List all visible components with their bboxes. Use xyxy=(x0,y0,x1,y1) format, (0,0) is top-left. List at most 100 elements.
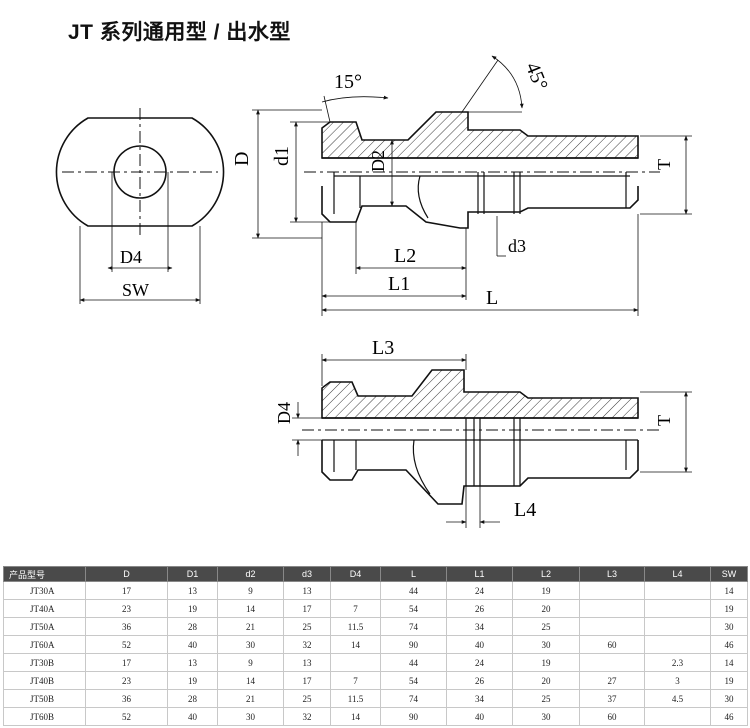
table-cell: 74 xyxy=(380,689,447,708)
table-cell: 40 xyxy=(446,707,513,726)
page-title: JT 系列通用型 / 出水型 xyxy=(68,21,291,44)
upper-section-hatch xyxy=(321,111,639,159)
table-cell: JT50B xyxy=(3,689,86,708)
table-cell: 30 xyxy=(217,707,284,726)
table-cell: 14 xyxy=(217,599,284,618)
label-D4: D4 xyxy=(120,247,142,267)
table-cell: JT30B xyxy=(3,653,86,672)
table-cell: 60 xyxy=(579,635,645,654)
table-cell: 25 xyxy=(512,617,580,636)
table-cell: 7 xyxy=(330,671,381,690)
table-cell: 19 xyxy=(710,671,748,690)
table-cell: 9 xyxy=(217,653,284,672)
table-cell: 9 xyxy=(217,581,284,600)
table-cell: 19 xyxy=(710,599,748,618)
table-cell: 19 xyxy=(512,581,580,600)
table-cell: 4.5 xyxy=(644,689,711,708)
table-cell: 26 xyxy=(446,599,513,618)
technical-drawing: D4 SW xyxy=(55,55,692,528)
column-header: 产品型号 xyxy=(3,566,86,582)
table-cell: 14 xyxy=(710,581,748,600)
table-cell xyxy=(579,599,645,618)
table-cell xyxy=(579,617,645,636)
table-cell: 26 xyxy=(446,671,513,690)
column-header: D xyxy=(85,566,168,582)
table-cell: 14 xyxy=(330,635,381,654)
table-cell: 13 xyxy=(167,581,218,600)
table-cell: 19 xyxy=(512,653,580,672)
table-cell xyxy=(644,581,711,600)
table-cell xyxy=(579,581,645,600)
lower-view-lower-outline xyxy=(321,440,639,505)
table-cell: 36 xyxy=(85,689,168,708)
table-cell: 28 xyxy=(167,617,218,636)
table-cell: 34 xyxy=(446,617,513,636)
label-T: T xyxy=(654,159,674,170)
table-cell: 14 xyxy=(217,671,284,690)
label-L4: L4 xyxy=(514,499,536,521)
table-cell: 13 xyxy=(283,581,331,600)
table-cell: 20 xyxy=(512,599,580,618)
table-cell xyxy=(330,581,381,600)
table-cell: 11.5 xyxy=(330,689,381,708)
column-header: d3 xyxy=(283,566,331,582)
label-angle-15: 15° xyxy=(334,71,362,93)
table-cell: 17 xyxy=(85,581,168,600)
end-view-outline xyxy=(55,117,225,227)
table-cell: 90 xyxy=(380,707,447,726)
table-cell: 60 xyxy=(579,707,645,726)
table-cell: 54 xyxy=(380,599,447,618)
table-cell: 19 xyxy=(167,599,218,618)
table-cell xyxy=(644,635,711,654)
table-cell: 34 xyxy=(446,689,513,708)
column-header: L2 xyxy=(512,566,580,582)
label-SW: SW xyxy=(122,280,149,300)
table-cell: 23 xyxy=(85,599,168,618)
table-cell: 25 xyxy=(283,689,331,708)
table-cell: 44 xyxy=(380,653,447,672)
lower-section-outline xyxy=(321,186,639,229)
table-cell: 36 xyxy=(85,617,168,636)
label-angle-45: 45° xyxy=(521,59,552,93)
table-cell: 7 xyxy=(330,599,381,618)
label-D4-bottom: D4 xyxy=(274,402,294,424)
label-d1: d1 xyxy=(271,146,293,166)
table-cell: 40 xyxy=(167,635,218,654)
side-view-top xyxy=(304,111,660,229)
column-header: L xyxy=(380,566,447,582)
label-L2: L2 xyxy=(394,245,416,267)
table-cell: 46 xyxy=(710,635,748,654)
table-cell: 27 xyxy=(579,671,645,690)
label-D2: D2 xyxy=(368,150,388,172)
column-header: L1 xyxy=(446,566,513,582)
table-cell: 25 xyxy=(283,617,331,636)
table-cell: 23 xyxy=(85,671,168,690)
column-header: D1 xyxy=(167,566,218,582)
table-cell: 30 xyxy=(512,635,580,654)
table-cell xyxy=(330,653,381,672)
table-cell: 14 xyxy=(330,707,381,726)
table-cell xyxy=(644,707,711,726)
column-header: L4 xyxy=(644,566,711,582)
table-cell: 21 xyxy=(217,689,284,708)
column-header: L3 xyxy=(579,566,645,582)
table-cell: 52 xyxy=(85,635,168,654)
table-cell: 24 xyxy=(446,653,513,672)
label-T-bottom: T xyxy=(654,415,674,426)
table-cell: JT50A xyxy=(3,617,86,636)
label-d3: d3 xyxy=(508,236,526,256)
table-cell: 74 xyxy=(380,617,447,636)
label-L1: L1 xyxy=(388,273,410,295)
side-view-bottom xyxy=(302,369,660,505)
side-view-bottom-dims xyxy=(292,354,692,528)
label-L: L xyxy=(486,287,498,309)
side-view-top-dims xyxy=(252,55,692,316)
table-cell: 30 xyxy=(710,617,748,636)
